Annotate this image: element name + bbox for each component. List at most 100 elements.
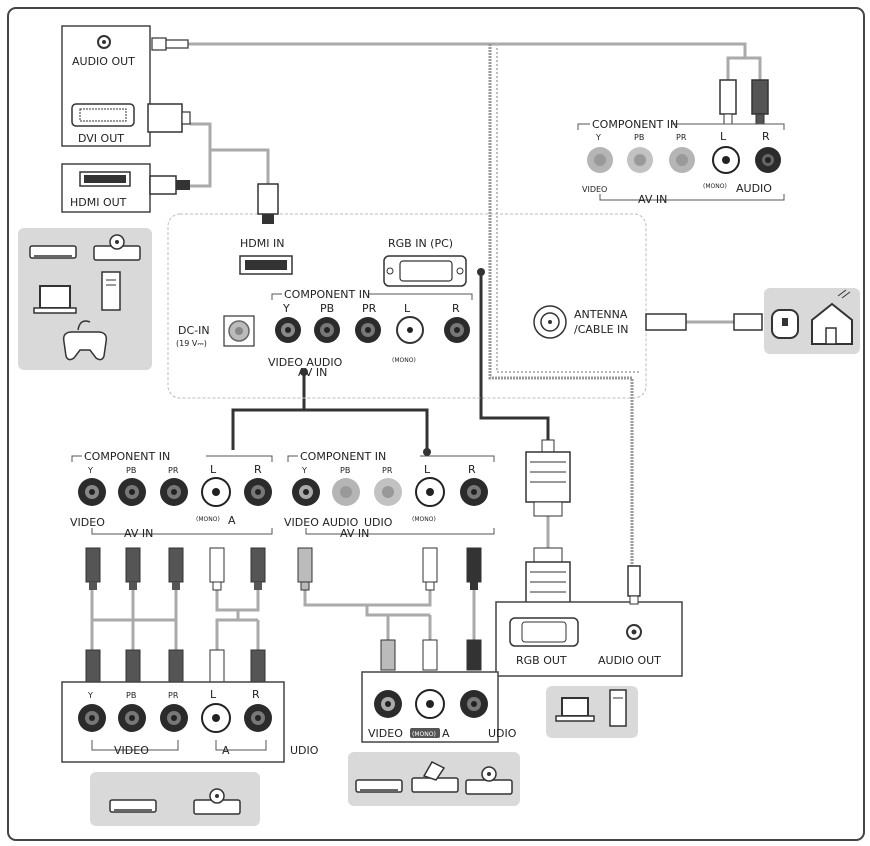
gamepad-icon	[62, 320, 108, 361]
left-bundle-cables	[90, 590, 260, 650]
bottom-left-device: Y PB PR L R VIDEO A UDIO	[61, 681, 319, 763]
lp-jack-label-y: Y	[87, 466, 93, 475]
bl-jack-label-pb: PB	[126, 691, 136, 700]
antenna-label-1: ANTENNA	[574, 308, 628, 321]
lp-component-in-label: COMPONENT IN	[84, 450, 170, 463]
mp-jack-label-pb: PB	[340, 466, 350, 475]
dvi-out-label: DVI OUT	[78, 132, 124, 145]
bm-video-label: VIDEO	[368, 727, 403, 740]
house-antenna-icon	[811, 289, 853, 345]
rgb-in-label: RGB IN (PC)	[388, 237, 453, 250]
source-outputs: AUDIO OUT DVI OUT HDMI OUT	[61, 25, 191, 213]
dc-in-label: DC-IN	[178, 324, 210, 337]
tr-jack-label-l: L	[720, 130, 727, 143]
mp-av-in-label: AV IN	[340, 527, 369, 540]
av-link-cable-2	[304, 408, 429, 452]
dvd-player-icon-2	[109, 799, 157, 813]
bl-jack-label-r: R	[252, 688, 260, 701]
middle-rca-plugs	[297, 547, 482, 671]
jack-label-l: L	[404, 302, 411, 315]
disc-player-icon	[93, 234, 141, 261]
pc-device-icons	[546, 686, 638, 738]
antenna-plug-left	[645, 313, 687, 331]
cables	[90, 42, 762, 650]
lp-mono-label: (MONO)	[196, 516, 220, 523]
tv-jacks	[275, 316, 470, 344]
av-link-dot	[300, 368, 308, 376]
rgb-cable-end	[477, 268, 485, 276]
bl-udio-fragment: UDIO	[290, 744, 319, 757]
tr-component-in-label: COMPONENT IN	[592, 118, 678, 131]
bm-mono-label: (MONO)	[412, 731, 436, 738]
mp-component-in-label: COMPONENT IN	[300, 450, 386, 463]
bottom-mid-device: VIDEO (MONO) A UDIO	[361, 671, 517, 743]
disc-player-icon-2	[193, 788, 241, 815]
mp-mono-label: (MONO)	[412, 516, 436, 523]
bl-icons-bg	[90, 772, 260, 826]
disc-player-icon-3	[465, 766, 513, 795]
hdmi-plug-left	[149, 175, 177, 195]
lp-video-label: VIDEO	[70, 516, 105, 529]
mp-jack-label-pr: PR	[382, 466, 393, 475]
vga-plug-upper	[525, 451, 571, 503]
laptop-icon-2	[555, 697, 595, 722]
mp-jack-label-y: Y	[301, 466, 307, 475]
antenna-plug-right	[733, 313, 763, 331]
jack-label-y: Y	[282, 302, 290, 315]
pc-tower-icon-2	[609, 689, 627, 727]
dotted-cable-2	[496, 44, 640, 373]
component-in-label: COMPONENT IN	[284, 288, 370, 301]
tv-input-panel: HDMI IN RGB IN (PC) DC-IN (19 V⎓) COMPON…	[167, 183, 647, 399]
left-rca-plugs	[85, 547, 266, 683]
dvd-player-icon-3	[355, 779, 403, 793]
audio-cable-top-split	[726, 56, 745, 80]
tr-av-in-label: AV IN	[638, 193, 667, 206]
white-rca-plug	[719, 79, 737, 115]
jack-label-pb: PB	[320, 302, 334, 315]
tv-panel-outline	[167, 213, 647, 399]
bm-udio-fragment: UDIO	[488, 727, 517, 740]
dotted-cable-audio	[488, 44, 634, 570]
tr-jack-label-y: Y	[595, 133, 601, 142]
tr-jack-label-pb: PB	[634, 133, 644, 142]
av-link-cable	[231, 372, 306, 450]
source-device-icons	[18, 228, 152, 370]
rgb-cable	[479, 272, 550, 446]
dvi-plug	[147, 103, 183, 133]
hdmi-plug-top	[257, 183, 279, 215]
video-audio-label: VIDEO AUDIO	[268, 356, 343, 369]
jack-label-pr: PR	[362, 302, 377, 315]
pc-audio-plug	[627, 565, 641, 597]
bm-mono-badge	[410, 728, 440, 738]
mp-link-dot	[423, 448, 431, 456]
tr-jack-label-pr: PR	[676, 133, 687, 142]
bl-jack-label-y: Y	[87, 691, 93, 700]
pc-output-box: RGB OUT AUDIO OUT	[495, 565, 683, 677]
hdmi-in-label: HDMI IN	[240, 237, 284, 250]
lp-jack-label-r: R	[254, 463, 262, 476]
mp-udio-fragment: UDIO	[364, 516, 393, 529]
mono-label: (MONO)	[392, 357, 416, 364]
pc-audio-out-label: AUDIO OUT	[598, 654, 661, 667]
jack-label-r: R	[452, 302, 460, 315]
antenna-label-2: /CABLE IN	[574, 323, 629, 336]
audio-out-label: AUDIO OUT	[72, 55, 135, 68]
rgb-out-label: RGB OUT	[516, 654, 567, 667]
dark-rca-plug	[751, 79, 769, 115]
lp-audio-fragment: A	[228, 514, 236, 527]
tr-audio-label: AUDIO	[736, 182, 772, 195]
mid-bundle-cables	[303, 590, 476, 640]
bm-a-fragment: A	[442, 727, 450, 740]
device-group-bg	[18, 228, 152, 370]
lp-av-in-label: AV IN	[124, 527, 153, 540]
laptop-icon	[33, 285, 77, 314]
set-top-box-icon	[771, 309, 799, 339]
dc-in-sub: (19 V⎓)	[176, 339, 207, 348]
lp-jack-label-pb: PB	[126, 466, 136, 475]
pc-tower-icon	[101, 271, 121, 311]
outer-frame	[7, 7, 865, 841]
component-bracket	[271, 293, 473, 300]
audio-cable-top	[188, 42, 762, 80]
bl-a-fragment: A	[222, 744, 230, 757]
bl-jack-label-l: L	[210, 688, 217, 701]
